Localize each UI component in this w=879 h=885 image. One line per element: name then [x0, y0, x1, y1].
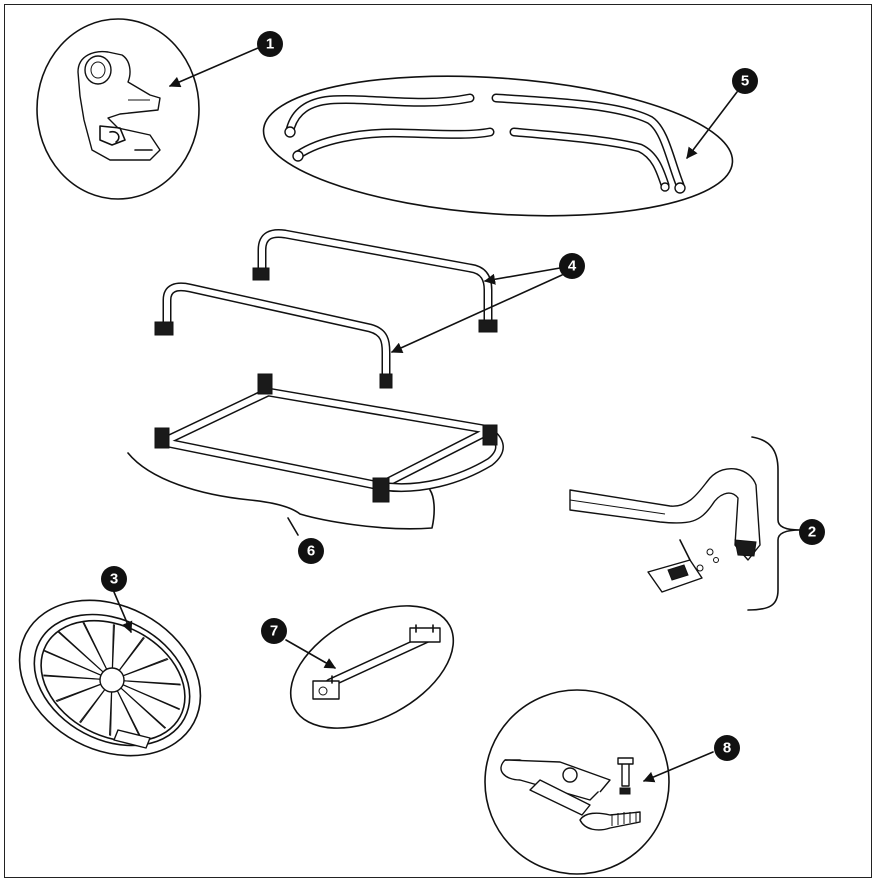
callout-7: 7 — [261, 618, 287, 644]
part-5-upper-frame-tubes — [262, 75, 734, 217]
callout-2: 2 — [799, 519, 825, 545]
part-7-axle — [289, 605, 455, 729]
diagram-frame — [4, 4, 872, 878]
callout-4-label: 4 — [568, 258, 577, 275]
callout-8-label: 8 — [723, 740, 731, 757]
callout-leaders — [113, 47, 738, 783]
callout-7-label: 7 — [270, 623, 278, 640]
callout-3: 3 — [101, 566, 127, 592]
part-1-hitch-bracket — [36, 18, 200, 200]
callout-6-label: 6 — [307, 543, 315, 560]
part-2-tow-arm — [569, 436, 801, 611]
callout-5-label: 5 — [741, 73, 749, 90]
callout-8: 8 — [714, 735, 740, 761]
callout-3-label: 3 — [110, 571, 118, 588]
callout-2-label: 2 — [808, 524, 816, 541]
part-3-wheel — [18, 599, 202, 757]
part-8-coupler — [484, 689, 670, 875]
callout-6: 6 — [298, 538, 324, 564]
callout-1: 1 — [257, 31, 283, 57]
callout-5: 5 — [732, 68, 758, 94]
callout-1-label: 1 — [266, 36, 274, 53]
callout-4: 4 — [559, 253, 585, 279]
part-6-base-frame — [127, 373, 504, 530]
part-4-side-hoops — [154, 228, 498, 389]
